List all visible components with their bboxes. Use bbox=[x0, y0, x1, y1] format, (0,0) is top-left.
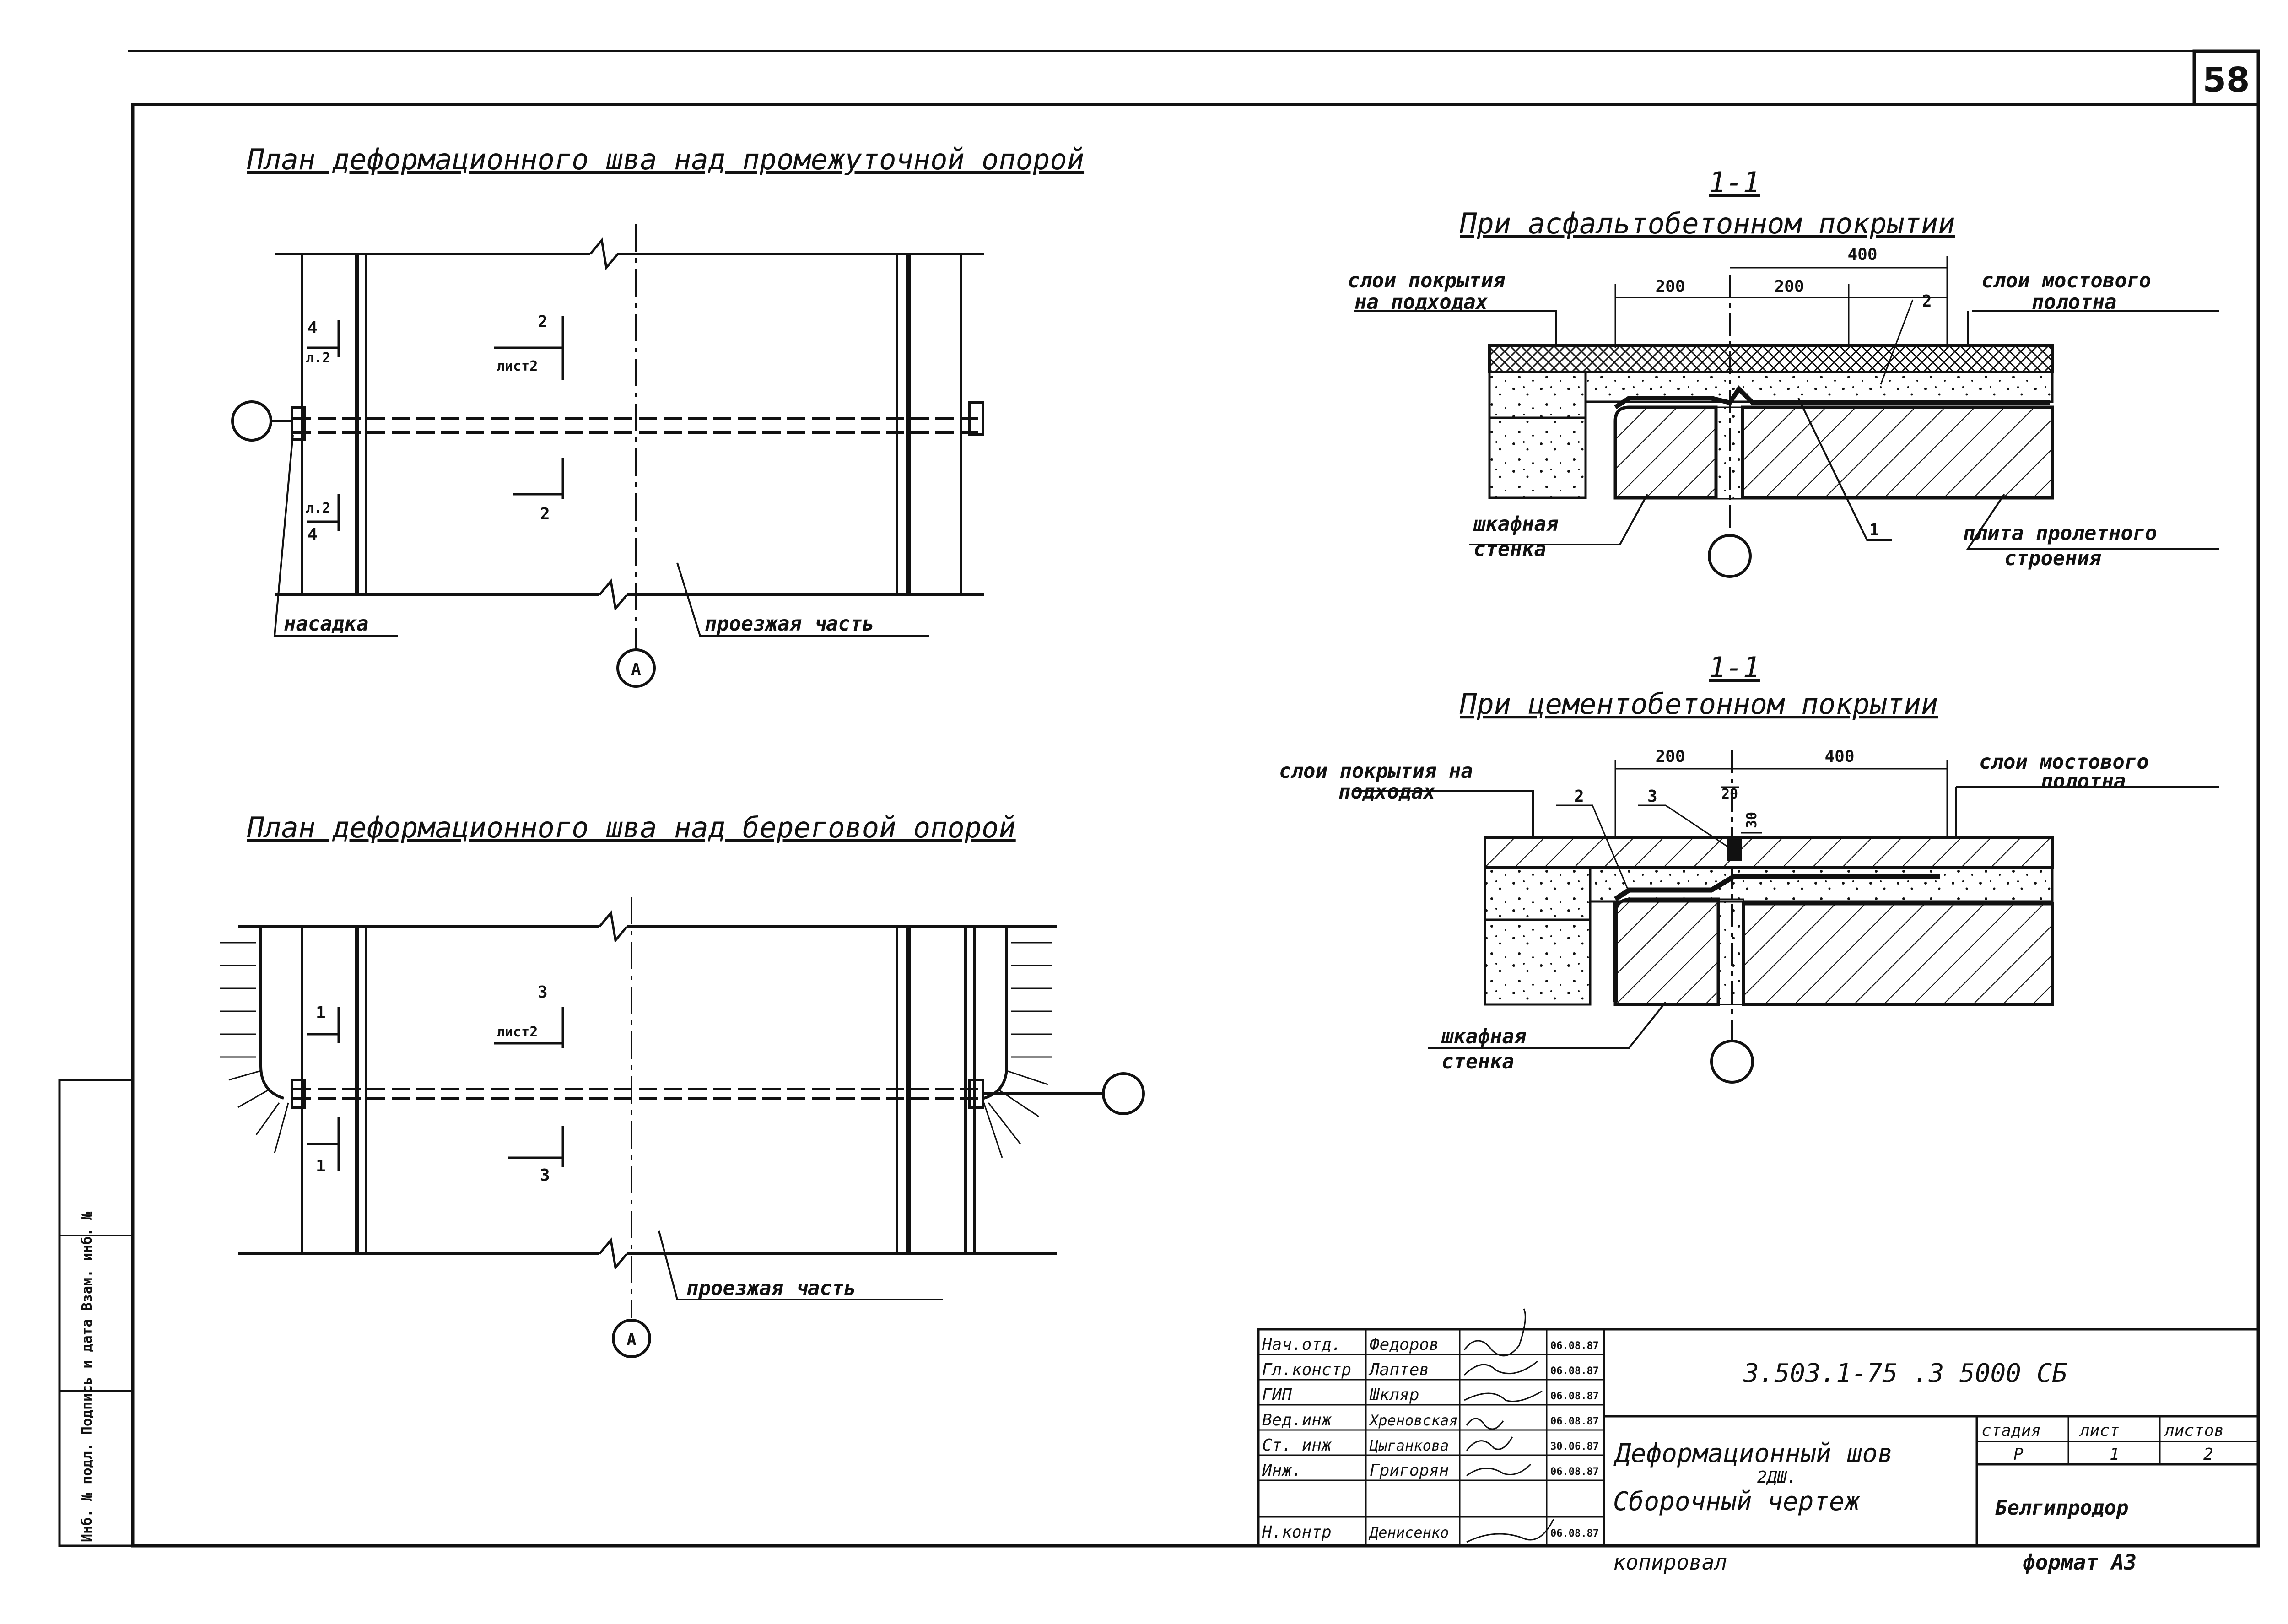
doc-code: 3.503.1-75 .3 5000 СБ bbox=[1743, 1359, 2067, 1388]
mark-3-sheet: лист2 bbox=[496, 1024, 538, 1040]
tb-name-1: Лаптев bbox=[1368, 1360, 1429, 1379]
tb-role-0: Нач.отд. bbox=[1262, 1335, 1341, 1354]
tb-date-1: 06.08.87 bbox=[1550, 1365, 1599, 1377]
tb-date-2: 06.08.87 bbox=[1550, 1391, 1599, 1402]
axis-a-top: А bbox=[631, 660, 641, 679]
tb-date-4: 30.06.87 bbox=[1550, 1441, 1599, 1452]
label-approach-2-cement: подходах bbox=[1338, 780, 1435, 804]
dim-200-cement: 200 bbox=[1655, 747, 1685, 766]
mark-4-bot: 4 bbox=[308, 525, 318, 544]
title-block: Нач.отд. Федоров 06.08.87 Гл.констр Лапт… bbox=[1257, 1308, 2260, 1575]
mark-2-bot: 2 bbox=[540, 505, 550, 523]
label-slab-1: плита пролетного bbox=[1963, 522, 2157, 545]
mark-1-bot: 1 bbox=[316, 1157, 326, 1176]
doc-name-3: Сборочный чертеж bbox=[1613, 1487, 1861, 1516]
tb-name-7: Денисенко bbox=[1368, 1524, 1449, 1541]
label-deck-2-cement: полотна bbox=[2041, 770, 2126, 793]
label-wall-1-asphalt: шкафная bbox=[1473, 513, 1559, 536]
mark-3-bot: 3 bbox=[540, 1166, 550, 1185]
label-deck-2-asphalt: полотна bbox=[2032, 291, 2116, 314]
label-wall-2-cement: стенка bbox=[1441, 1050, 1514, 1074]
plan-top-title: План деформационного шва над промежуточн… bbox=[247, 143, 1084, 176]
tb-role-7: Н.контр bbox=[1262, 1523, 1332, 1542]
tb-date-5: 06.08.87 bbox=[1550, 1466, 1599, 1478]
doc-name-1: Деформационный шов bbox=[1613, 1439, 1893, 1468]
label-nasadka: насадка bbox=[284, 612, 368, 636]
stage-header: стадия bbox=[1981, 1421, 2041, 1440]
pos-3-cement: 3 bbox=[1647, 787, 1657, 806]
mark-4-top-sheet: л.2 bbox=[306, 350, 330, 366]
section-cement-title: При цементобетонном покрытии bbox=[1459, 687, 1938, 721]
tb-name-5: Григорян bbox=[1370, 1461, 1449, 1480]
plan-intermediate-support: План деформационного шва над промежуточн… bbox=[231, 143, 1084, 688]
sheet-frame bbox=[58, 49, 2260, 1548]
plan-abutment: План деформационного шва над береговой о… bbox=[220, 811, 1145, 1358]
label-approach-1-asphalt: слои покрытия bbox=[1348, 269, 1506, 292]
tb-role-5: Инж. bbox=[1262, 1461, 1302, 1480]
label-slab-2: строения bbox=[2004, 547, 2101, 570]
sheet-format: формат А3 bbox=[2023, 1550, 2137, 1575]
dim-200b-asphalt: 200 bbox=[1774, 277, 1804, 296]
sheet-value: 1 bbox=[2110, 1445, 2120, 1464]
dim-20-cement: 20 bbox=[1721, 786, 1738, 802]
tb-role-3: Вед.инж bbox=[1262, 1411, 1332, 1430]
tb-name-3: Хреновская bbox=[1369, 1412, 1458, 1429]
section-cement: 1-1 При цементобетонном покрытии 20 bbox=[1279, 651, 2219, 1084]
mark-3-top: 3 bbox=[538, 983, 548, 1002]
sheet-number: 58 bbox=[2203, 60, 2250, 100]
section-cement-mark: 1-1 bbox=[1709, 651, 1760, 684]
tb-role-4: Ст. инж bbox=[1262, 1436, 1332, 1455]
tb-date-0: 06.08.87 bbox=[1550, 1340, 1599, 1352]
tb-role-2: ГИП bbox=[1262, 1386, 1292, 1404]
dim-400-asphalt: 400 bbox=[1847, 245, 1877, 264]
mark-4-bot-sheet: л.2 bbox=[306, 500, 330, 516]
mark-2-sheet: лист2 bbox=[496, 358, 538, 374]
pos-2-asphalt: 2 bbox=[1922, 292, 1932, 311]
axis-a-bottom: А bbox=[626, 1331, 637, 1349]
tb-role-1: Гл.констр bbox=[1262, 1360, 1351, 1379]
pos-2-cement: 2 bbox=[1574, 787, 1584, 806]
mark-1-top: 1 bbox=[316, 1004, 326, 1022]
dim-200a-asphalt: 200 bbox=[1655, 277, 1685, 296]
label-deck-1-cement: слои мостового bbox=[1979, 750, 2149, 774]
label-approach-2-asphalt: на подходах bbox=[1354, 291, 1488, 314]
copied-by: копировал bbox=[1613, 1550, 1727, 1575]
label-roadway-bottom: проезжая часть bbox=[686, 1277, 856, 1300]
section-asphalt: 1-1 При асфальтобетонном покрытии 400 bbox=[1348, 166, 2219, 578]
sheets-value: 2 bbox=[2203, 1445, 2213, 1464]
mark-2-top: 2 bbox=[538, 313, 548, 331]
section-asphalt-mark: 1-1 bbox=[1709, 166, 1760, 199]
dim-400-cement: 400 bbox=[1824, 747, 1854, 766]
side-stamp: Инб. № подл. Подпись и дата Взам. инб. № bbox=[79, 1211, 95, 1542]
stage-value: Р bbox=[2013, 1445, 2024, 1464]
tb-name-4: Цыганкова bbox=[1369, 1437, 1449, 1454]
tb-name-0: Федоров bbox=[1370, 1335, 1439, 1354]
tb-date-7: 06.08.87 bbox=[1550, 1528, 1599, 1539]
mark-4-top: 4 bbox=[308, 318, 318, 337]
tb-date-3: 06.08.87 bbox=[1550, 1416, 1599, 1427]
tb-name-2: Шкляр bbox=[1369, 1386, 1419, 1404]
section-asphalt-title: При асфальтобетонном покрытии bbox=[1459, 207, 1955, 240]
plan-bottom-title: План деформационного шва над береговой о… bbox=[247, 811, 1016, 844]
label-roadway-top: проезжая часть bbox=[705, 612, 874, 636]
label-approach-1-cement: слои покрытия на bbox=[1279, 760, 1473, 783]
dim-30-cement: 30 bbox=[1744, 812, 1760, 828]
label-wall-1-cement: шкафная bbox=[1441, 1025, 1527, 1048]
label-wall-2-asphalt: стенка bbox=[1473, 538, 1546, 561]
pos-1-asphalt: 1 bbox=[1869, 521, 1879, 540]
sheet-header: лист bbox=[2079, 1421, 2120, 1440]
sheets-header: листов bbox=[2164, 1421, 2224, 1440]
doc-name-2: 2ДШ. bbox=[1757, 1468, 1797, 1487]
label-deck-1-asphalt: слои мостового bbox=[1981, 269, 2151, 292]
organization: Белгипродор bbox=[1995, 1496, 2128, 1520]
